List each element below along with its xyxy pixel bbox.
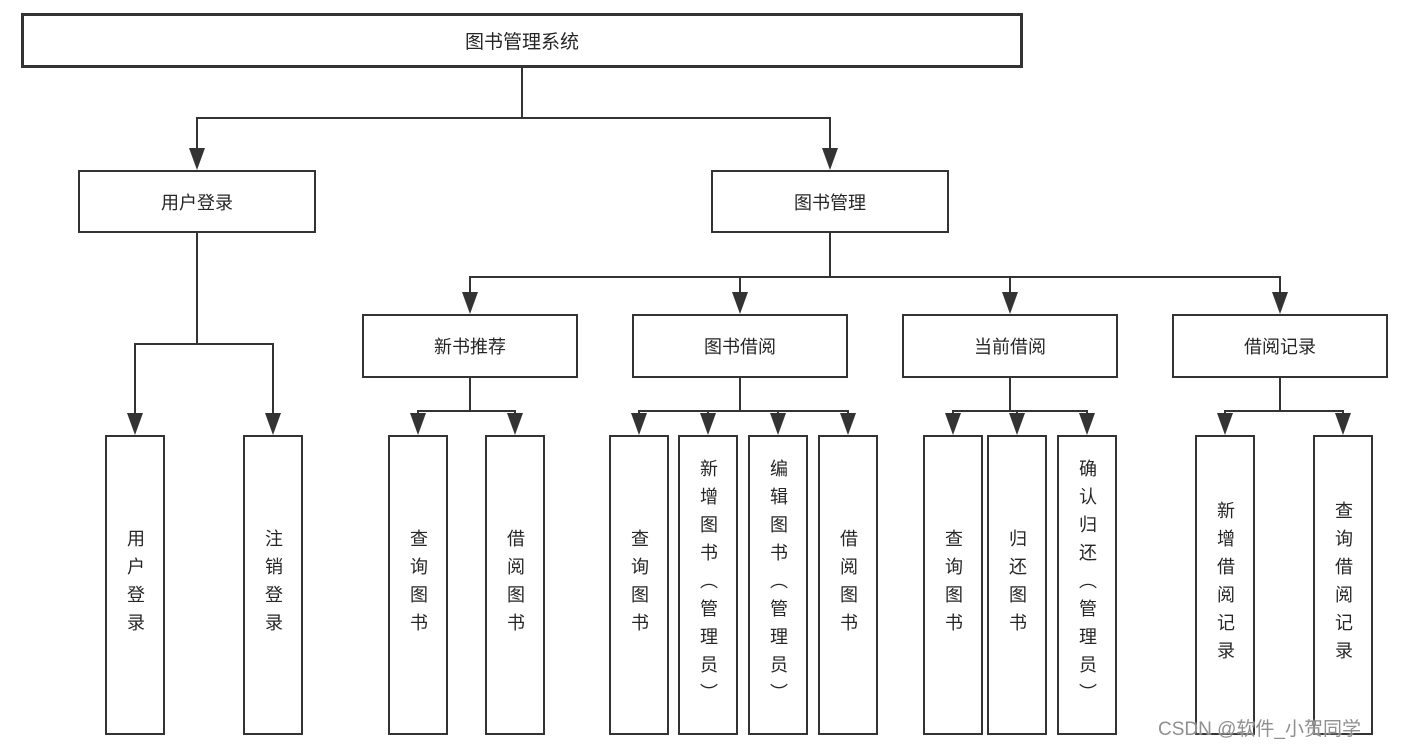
node-label: 图书管理系统 [464,32,579,53]
leaf-label: 查询图书 [943,529,963,641]
node-library-system: 图书管理系统 [21,13,1023,68]
leaf-label: 用户登录 [125,529,145,641]
leaf-query-books-borrowing: 查询图书 [609,435,669,735]
leaf-query-books-recommend: 查询图书 [388,435,448,735]
leaf-label: 新增图书（管理员） [698,459,718,711]
leaf-label: 归还图书 [1007,529,1027,641]
leaf-label: 编辑图书（管理员） [768,459,788,711]
leaf-label: 查询借阅记录 [1333,501,1353,669]
node-label: 用户登录 [161,192,233,213]
leaf-user-login: 用户登录 [105,435,165,735]
leaf-label: 查询图书 [408,529,428,641]
leaf-label: 注销登录 [263,529,283,641]
leaf-query-books-current: 查询图书 [923,435,983,735]
edge-new-rec-children [417,378,516,414]
edge-user-login-children [134,233,274,413]
node-label: 当前借阅 [974,337,1046,357]
arrow-down-icon [1217,413,1233,435]
node-label: 图书借阅 [704,337,776,357]
leaf-label: 借阅图书 [838,529,858,641]
arrow-down-icon [840,413,856,435]
node-label: 新书推荐 [434,337,506,357]
leaf-borrow-books-recommend: 借阅图书 [485,435,545,735]
arrow-down-icon [1272,292,1288,314]
arrow-down-icon [631,413,647,435]
leaf-label: 新增借阅记录 [1215,501,1235,669]
node-label: 图书管理 [794,192,866,213]
arrow-down-icon [700,413,716,435]
leaf-add-books-admin: 新增图书（管理员） [678,435,738,735]
node-book-management: 图书管理 [711,170,949,233]
edge-cur-borrow-children [952,378,1088,414]
node-borrowing-records: 借阅记录 [1172,314,1388,378]
arrow-down-icon [507,413,523,435]
arrow-down-icon [822,148,838,170]
node-book-borrowing: 图书借阅 [632,314,848,378]
leaf-edit-books-admin: 编辑图书（管理员） [748,435,808,735]
arrow-down-icon [410,413,426,435]
arrow-down-icon [462,292,478,314]
arrow-down-icon [1009,413,1025,435]
arrow-down-icon [1079,413,1095,435]
edge-root-to-level2 [196,68,831,148]
arrow-down-icon [1002,292,1018,314]
leaf-add-borrow-record: 新增借阅记录 [1195,435,1255,735]
node-label: 借阅记录 [1244,337,1316,357]
node-current-borrowing: 当前借阅 [902,314,1118,378]
leaf-return-books: 归还图书 [987,435,1047,735]
leaf-label: 查询图书 [629,529,649,641]
csdn-watermark: CSDN @软件_小贺同学 [1158,719,1361,740]
leaf-label: 确认归还（管理员） [1077,459,1097,711]
arrow-down-icon [770,413,786,435]
leaf-logout: 注销登录 [243,435,303,735]
arrow-down-icon [189,148,205,170]
edge-book-mgmt-children [469,233,1281,294]
leaf-confirm-return-admin: 确认归还（管理员） [1057,435,1117,735]
arrow-down-icon [945,413,961,435]
arrow-down-icon [732,292,748,314]
leaf-label: 借阅图书 [505,529,525,641]
node-new-book-recommend: 新书推荐 [362,314,578,378]
edge-borrow-rec-children [1224,378,1344,414]
arrow-down-icon [127,413,143,435]
arrow-down-icon [265,413,281,435]
node-user-login: 用户登录 [78,170,316,233]
arrow-down-icon [1335,413,1351,435]
edge-book-borrow-children [638,378,849,414]
leaf-borrow-books: 借阅图书 [818,435,878,735]
leaf-query-borrow-record: 查询借阅记录 [1313,435,1373,735]
